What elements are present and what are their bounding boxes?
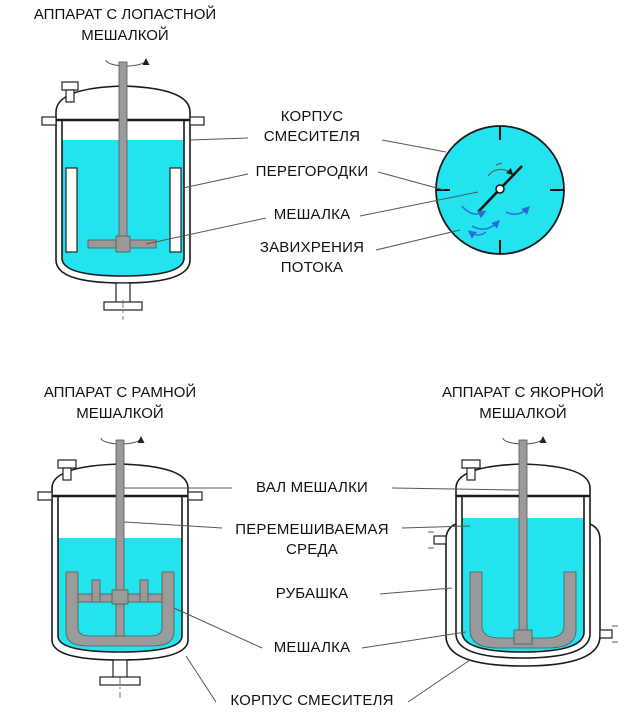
- vortex-arrows: [461, 205, 530, 239]
- bottom-labels: ВАЛ МЕШАЛКИ ПЕРЕМЕШИВАЕМАЯ СРЕДА РУБАШКА…: [123, 479, 520, 709]
- paddle-vessel-body: [55, 85, 191, 284]
- label-agitator-bottom: МЕШАЛКА: [274, 639, 351, 656]
- label-vortex-line2: ПОТОКА: [281, 259, 344, 276]
- label-body-line2: СМЕСИТЕЛЯ: [264, 128, 360, 145]
- frame-title-line2: МЕШАЛКОЙ: [76, 404, 163, 422]
- anchor-mixer-apparatus: АППАРАТ С ЯКОРНОЙ МЕШАЛКОЙ: [428, 383, 618, 667]
- paddle-baffle-right: [169, 167, 182, 253]
- frame-shaft: [115, 439, 125, 639]
- anchor-title-line1: АППАРАТ С ЯКОРНОЙ: [442, 383, 604, 401]
- cross-section-view: [435, 125, 565, 255]
- paddle-flange-left: [41, 116, 57, 126]
- anchor-shaft: [518, 439, 528, 641]
- paddle-title-line1: АППАРАТ С ЛОПАСТНОЙ: [34, 5, 216, 23]
- top-labels: КОРПУС СМЕСИТЕЛЯ ПЕРЕГОРОДКИ МЕШАЛКА ЗАВ…: [145, 108, 479, 276]
- label-shaft: ВАЛ МЕШАЛКИ: [256, 479, 368, 496]
- label-body-line1: КОРПУС: [281, 108, 344, 125]
- label-jacket: РУБАШКА: [276, 585, 349, 602]
- anchor-title-line2: МЕШАЛКОЙ: [479, 404, 566, 422]
- label-medium-line1: ПЕРЕМЕШИВАЕМАЯ: [235, 521, 388, 538]
- label-vortex-line1: ЗАВИХРЕНИЯ: [260, 239, 364, 256]
- anchor-agitator: [469, 571, 577, 649]
- paddle-mixer-apparatus: АППАРАТ С ЛОПАСТНОЙ МЕШАЛКОЙ: [34, 5, 216, 320]
- paddle-title-line2: МЕШАЛКОЙ: [81, 26, 168, 44]
- frame-title-line1: АППАРАТ С РАМНОЙ: [44, 383, 196, 401]
- label-medium-line2: СРЕДА: [286, 541, 338, 558]
- paddle-baffle-left: [65, 167, 78, 253]
- paddle-shaft: [118, 61, 128, 253]
- label-body-bottom: КОРПУС СМЕСИТЕЛЯ: [230, 692, 393, 709]
- label-baffles: ПЕРЕГОРОДКИ: [256, 163, 369, 180]
- frame-vessel-body: [51, 463, 189, 661]
- label-agitator-top: МЕШАЛКА: [274, 206, 351, 223]
- anchor-vessel-body: [455, 463, 591, 659]
- frame-mixer-apparatus: АППАРАТ С РАМНОЙ МЕШАЛКОЙ: [37, 383, 203, 698]
- anchor-jacket: [445, 523, 601, 667]
- frame-agitator: [65, 571, 175, 647]
